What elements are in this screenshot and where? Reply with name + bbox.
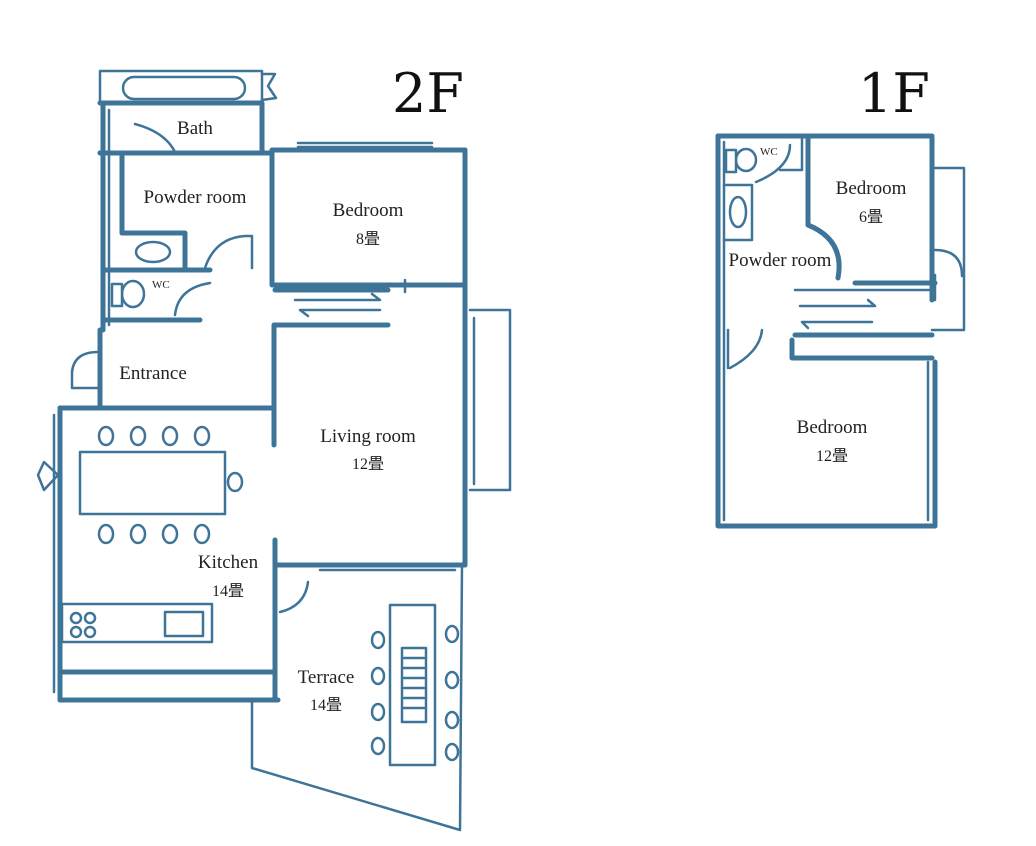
- terrace-label: Terrace: [298, 667, 355, 688]
- bathtub-icon: [98, 69, 278, 105]
- kitchen-size: 14畳: [212, 583, 244, 600]
- terrace-chairs-icon: [370, 624, 460, 762]
- kitchen-counter-icon: [60, 602, 214, 644]
- sink-icon-1f: [728, 195, 748, 229]
- bath-label: Bath: [177, 118, 213, 139]
- entrance-label: Entrance: [119, 363, 187, 384]
- bedroom-small-label: Bedroom: [836, 178, 907, 199]
- toilet-icon-1f: [724, 147, 758, 174]
- second-floor-plan: 2F Bath Powder room Bedroom 8畳 WC Entran…: [36, 62, 512, 832]
- powder-room-label: Powder room: [144, 187, 247, 208]
- bedroom-label: Bedroom: [333, 200, 404, 221]
- toilet-icon: [110, 279, 146, 309]
- sink-icon: [134, 240, 172, 264]
- bedroom-size: 8畳: [356, 231, 380, 248]
- second-floor-title: 2F: [392, 62, 464, 125]
- wc-label: WC: [152, 279, 170, 291]
- first-floor-plan: 1F WC Bedroom 6畳 Powder room Bedroom 12畳: [715, 62, 966, 529]
- dining-table-icon: [78, 450, 227, 516]
- living-room-size: 12畳: [352, 456, 384, 473]
- dining-chairs-icon: [97, 425, 244, 545]
- living-room-label: Living room: [320, 426, 416, 447]
- bedroom-large-size: 12畳: [816, 448, 848, 465]
- wc-label-1f: WC: [760, 146, 778, 158]
- kitchen-label: Kitchen: [198, 552, 259, 573]
- powder-room-label-1f: Powder room: [729, 250, 832, 271]
- bedroom-small-size: 6畳: [859, 209, 883, 226]
- bedroom-large-label: Bedroom: [797, 417, 868, 438]
- first-floor-title: 1F: [858, 62, 930, 125]
- terrace-size: 14畳: [310, 697, 342, 714]
